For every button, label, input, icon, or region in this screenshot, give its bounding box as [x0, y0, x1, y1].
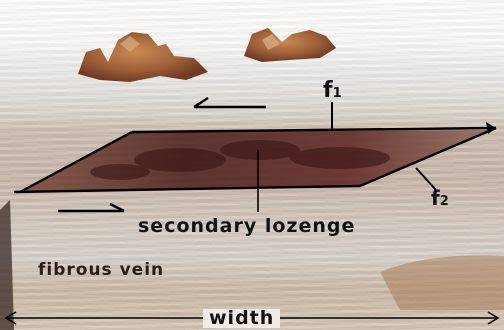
f1-label: f1: [323, 80, 342, 102]
f1-subscript: 1: [333, 86, 342, 101]
width-label: width: [203, 309, 280, 328]
f2-subscript: 2: [440, 194, 449, 209]
fibrous-vein-label: fibrous vein: [38, 262, 164, 279]
secondary-lozenge-label: secondary lozenge: [138, 217, 355, 236]
upper-shear-arrow: [194, 98, 266, 107]
lower-stain: [380, 255, 504, 310]
top-clasts: [78, 28, 336, 82]
lower-shear-arrow: [58, 204, 124, 211]
f2-label: f2: [431, 188, 449, 208]
left-shadow: [0, 200, 14, 330]
